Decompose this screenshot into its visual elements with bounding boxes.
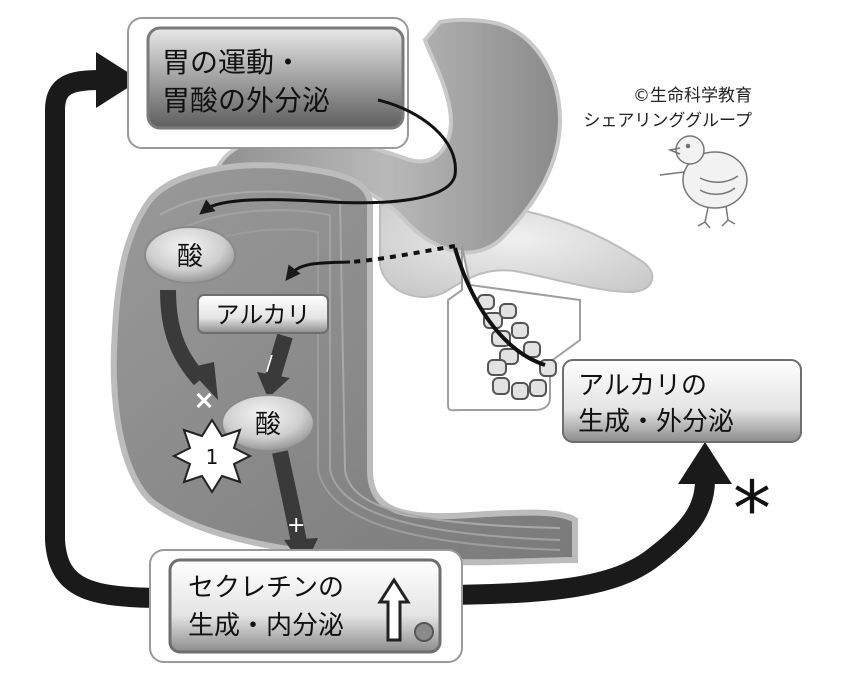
alkali-pathway-solid xyxy=(285,260,351,281)
hollow-up-arrow-icon xyxy=(377,577,411,642)
acid-to-secretin-arrow: + xyxy=(272,450,318,568)
alkali-secretion-line2: 生成・外分泌 xyxy=(578,407,734,437)
acid-secretion-arrow xyxy=(199,98,457,215)
alkali-pathway-dashed xyxy=(349,244,456,264)
burst-star-icon: 1 xyxy=(171,418,253,494)
acid-oval-top: 酸 xyxy=(144,226,236,284)
secretin-line1: セクレチンの xyxy=(188,573,344,603)
alkali-secretion-box: アルカリの 生成・外分泌 xyxy=(562,359,802,443)
stomach-box-line1: 胃の運動・ xyxy=(162,46,302,79)
feedback-arrow-right xyxy=(431,442,732,605)
x-sign: × xyxy=(194,386,214,414)
star-number: 1 xyxy=(206,445,219,469)
secretin-box: セクレチンの 生成・内分泌 xyxy=(149,549,463,663)
acinar-inset xyxy=(447,245,581,412)
alkali-box: アルカリ xyxy=(197,294,329,334)
alkali-secretion-line1: アルカリの xyxy=(578,371,707,401)
acid-oval-bottom: 酸 xyxy=(221,394,315,452)
credit-line2: シェアリンググループ xyxy=(583,111,752,131)
acid-bottom-label: 酸 xyxy=(255,410,281,440)
gray-dot-icon xyxy=(414,622,434,642)
feedback-arrow-left xyxy=(45,52,169,608)
credit-line1: ©生命科学教育 xyxy=(633,86,752,106)
alkali-box-label: アルカリ xyxy=(215,301,310,329)
alkali-to-acid-arrow: / xyxy=(257,333,293,398)
stomach-box-line2: 胃酸の外分泌 xyxy=(162,84,330,117)
minus-sign: / xyxy=(266,351,273,375)
chick-sketch-icon xyxy=(659,135,748,229)
secretin-line2: 生成・内分泌 xyxy=(188,611,344,641)
plus-sign: + xyxy=(287,513,305,538)
stomach-motility-box: 胃の運動・ 胃酸の外分泌 xyxy=(127,17,409,149)
acid-to-stomach-arrow xyxy=(160,289,218,400)
acid-top-label: 酸 xyxy=(177,242,203,272)
asterisk-mark: * xyxy=(733,464,771,553)
